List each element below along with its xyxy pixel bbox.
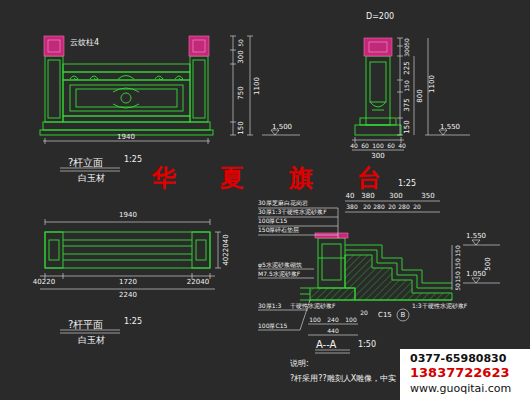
dimension-text: 300: [404, 45, 410, 56]
dimension-text: 380: [361, 193, 374, 200]
note-text: ?杆采用??雕刻人X雕像，中实: [290, 375, 396, 383]
level-mark: 1.050: [466, 271, 486, 278]
material-note: C15: [378, 312, 392, 319]
dimension-text: 50: [238, 39, 244, 47]
dimension-text: 100: [309, 317, 320, 323]
dimension-text: 1100: [429, 75, 436, 93]
layer-note: 1:3干硬性水泥砂浆F: [412, 303, 467, 309]
level-mark: 1.500: [272, 124, 292, 131]
dimension-text: 375: [404, 98, 411, 111]
dimension-text: 150: [455, 245, 461, 256]
scale: 1:25: [398, 180, 416, 188]
dimension-text: 1940: [119, 212, 137, 219]
dimension-text: 150: [238, 121, 245, 134]
level-mark: 1.550: [440, 124, 460, 131]
view-title: ?杆立面: [68, 158, 103, 168]
dimension-text: 150: [455, 271, 461, 282]
watermark: 华 夏 旗 台: [152, 166, 381, 190]
layer-note: 30厚1:3: [258, 303, 281, 309]
dimension-text: 60: [361, 143, 369, 149]
note-heading: 说明:: [290, 360, 309, 368]
dimension-text: 280: [373, 204, 384, 210]
layer-note: 30厚1:3干硬性水泥砂浆F: [258, 209, 327, 215]
dimension-text: 240: [327, 317, 338, 323]
contact-panel: [400, 349, 530, 400]
dimension-text: 100: [372, 143, 383, 149]
dimension-text: 4022040: [223, 234, 230, 265]
callout-letter: B: [401, 312, 406, 319]
layer-note: 干硬性水泥砂浆F: [290, 303, 335, 309]
dimension-text: 40: [346, 193, 355, 200]
layer-note: φ5水泥砂浆砌筑: [258, 262, 302, 268]
dimension-text: 40: [350, 143, 358, 149]
material-note: 白玉材: [78, 336, 105, 345]
dimension-text: 22040: [187, 279, 209, 286]
dimension-text: 280: [398, 204, 409, 210]
section-title: A--A: [316, 340, 336, 350]
dimension-text: 2240: [119, 292, 137, 299]
phone-number: 13837722623: [410, 366, 510, 379]
part-name: 云纹柱4: [70, 39, 99, 47]
dimension-text: 150: [404, 120, 411, 133]
dimension-text: 150: [404, 80, 410, 91]
view-title: ?杆平面: [68, 320, 103, 330]
dimension-text: 50: [404, 38, 410, 46]
dimension-text: 300: [371, 153, 384, 160]
dimension-text: 1720: [119, 279, 137, 286]
dimension-text: 60: [387, 143, 395, 149]
dimension-text: 40: [398, 143, 406, 149]
level-mark: 1.550: [466, 233, 486, 240]
scale: 1:50: [358, 341, 376, 349]
layer-note: 100厚C15: [258, 323, 287, 329]
layer-note: 30厚芝麻白花岗岩: [258, 200, 308, 206]
layer-note: M7.5水泥砂浆F: [258, 271, 300, 277]
dimension-text: 20: [363, 204, 371, 210]
dimension-text: 150: [455, 258, 461, 269]
dimension-text: 440: [327, 328, 338, 334]
dimension-text: 1100: [254, 77, 261, 95]
dimension-text: 500: [485, 257, 492, 270]
layer-note: 150厚碎石垫层: [258, 227, 299, 233]
dimension-text: 300: [389, 193, 402, 200]
dimension-text: 380: [346, 204, 357, 210]
dimension-text: 40220: [33, 279, 55, 286]
phone-number: 0377-65980830: [410, 353, 506, 364]
website: www.guoqitai.com: [410, 383, 511, 394]
dimension-text: 20: [413, 204, 421, 210]
dimension-text: 20: [388, 204, 396, 210]
scale: 1:25: [124, 318, 142, 326]
layer-note: 100厚C15: [258, 218, 287, 224]
material-note: 白玉材: [78, 174, 105, 183]
scale: 1:25: [124, 156, 142, 164]
dimension-text: 800: [417, 89, 424, 102]
dimension-text: 350: [421, 193, 434, 200]
dimension-text: 1940: [117, 134, 135, 141]
dimension-text: 750: [238, 86, 245, 99]
dimension-text: 50: [455, 283, 461, 291]
dimension-text: 225: [404, 61, 411, 74]
diameter-note: D=200: [366, 13, 394, 21]
dimension-text: 20: [360, 310, 368, 316]
dimension-text: 300: [238, 50, 245, 63]
dimension-text: 100: [345, 317, 356, 323]
